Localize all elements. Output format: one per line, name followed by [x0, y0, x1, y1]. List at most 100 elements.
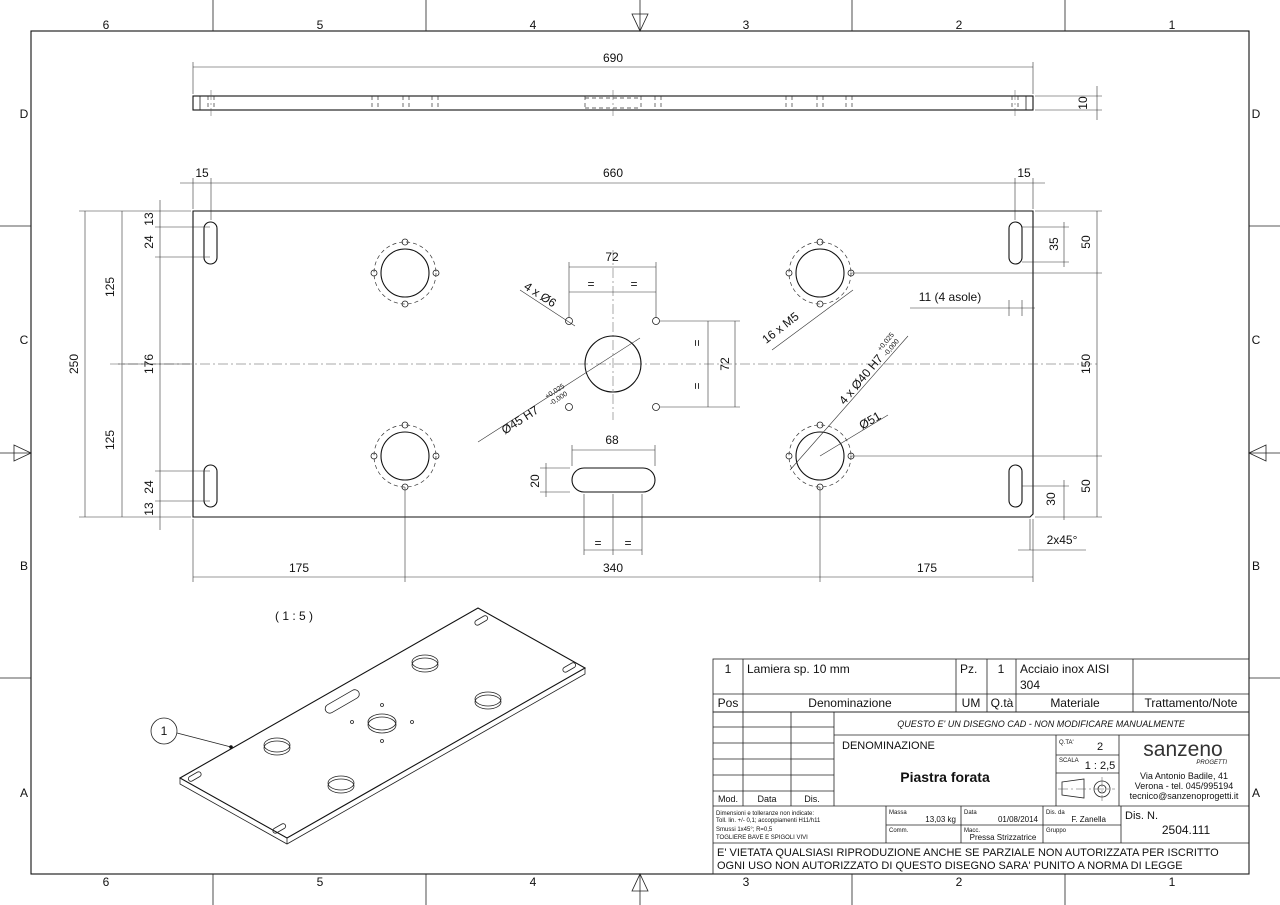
note-diam-51: Ø51 — [857, 409, 884, 433]
bill-of-materials: 1 Lamiera sp. 10 mm Pz. 1 Acciaio inox A… — [712, 658, 1250, 713]
eq-mark-s2: = — [624, 536, 631, 550]
bom-denominazione: Lamiera sp. 10 mm — [747, 662, 850, 676]
row-label-c: C — [20, 333, 29, 347]
massa-label: Massa — [889, 810, 907, 816]
part-balloon — [150, 717, 178, 745]
bom-header-denominazione: Denominazione — [808, 696, 892, 710]
tolerance-line-2: Toll. lin. +/- 0,1; accoppiamenti H11/h1… — [716, 818, 821, 824]
qta-label: Q.TA' — [1059, 740, 1074, 746]
disda-label: Dis. da — [1046, 810, 1065, 816]
disn-label: Dis. N. — [1125, 810, 1158, 822]
dim-overall-length: 690 — [603, 51, 623, 65]
legal-line-1: E' VIETATA QUALSIASI RIPRODUZIONE ANCHE … — [717, 847, 1219, 859]
dim-slot-30: 30 — [1044, 492, 1058, 506]
note-slot-width: 11 (4 asole) — [919, 290, 981, 304]
comm-label: Comm. — [889, 828, 909, 834]
legal-line-2: OGNI USO NON AUTORIZZATO DI QUESTO DISEG… — [717, 860, 1183, 872]
note-bore-45: Ø45 H7 — [499, 403, 542, 437]
eq-mark-v1: = — [690, 339, 704, 346]
plate-outline — [192, 210, 1034, 518]
col-label-3-bottom: 3 — [743, 875, 750, 889]
bom-materiale-2: 304 — [1020, 678, 1040, 692]
bom-pos: 1 — [725, 662, 732, 676]
dis-label: Dis. — [804, 794, 820, 804]
disda-value: F. Zanella — [1071, 815, 1106, 824]
eq-mark-v2: = — [690, 382, 704, 389]
front-view: 15 660 15 250 125 125 176 13 24 24 13 — [67, 166, 1102, 582]
balloon-number: 1 — [161, 724, 168, 738]
center-slot — [571, 467, 656, 493]
center-bore — [584, 335, 642, 393]
dim-bottom-175-left: 175 — [289, 561, 309, 575]
den-label: DENOMINAZIONE — [842, 740, 935, 752]
dim-height-total: 250 — [67, 354, 81, 374]
dim-width-150: 150 — [1079, 354, 1093, 374]
macc-label: Macc. — [964, 828, 980, 834]
row-label-d: D — [20, 107, 29, 121]
note-bore-40: 4 x Ø40 H7 — [836, 351, 886, 407]
dim-half-upper: 125 — [103, 277, 117, 297]
disn-value: 2504.111 — [1162, 823, 1211, 837]
gruppo-label: Gruppo — [1046, 828, 1067, 834]
col-label-5: 5 — [317, 18, 324, 32]
dim-slot-20: 20 — [528, 474, 542, 488]
col-label-5-bottom: 5 — [317, 875, 324, 889]
bom-header-trattamento: Trattamento/Note — [1145, 696, 1238, 710]
eq-mark-s1: = — [594, 536, 601, 550]
dim-slot-68: 68 — [605, 433, 619, 447]
company-address-2: Verona - tel. 045/995194 — [1135, 781, 1234, 791]
col-label-1: 1 — [1169, 18, 1176, 32]
title-block: QUESTO E' UN DISEGNO CAD - NON MODIFICAR… — [712, 711, 1250, 875]
bom-header-qta: Q.tà — [991, 696, 1014, 710]
col-label-1-bottom: 1 — [1169, 875, 1176, 889]
dim-inner-length: 660 — [603, 166, 623, 180]
col-label-3: 3 — [743, 18, 750, 32]
macc-value: Pressa Strizzatrice — [970, 833, 1037, 842]
dim-thickness: 10 — [1076, 96, 1090, 110]
massa-value: 13,03 kg — [925, 815, 956, 824]
col-label-6-bottom: 6 — [103, 875, 110, 889]
side-view: 690 10 — [192, 51, 1102, 120]
mod-label: Mod. — [718, 794, 738, 804]
bom-header-pos: Pos — [718, 696, 739, 710]
dim-bot-24: 24 — [142, 480, 156, 494]
dim-edge-right: 15 — [1017, 166, 1031, 180]
part-name: Piastra forata — [900, 769, 990, 785]
bom-header-um: UM — [962, 696, 981, 710]
date-value: 01/08/2014 — [998, 815, 1039, 824]
warning-cad: QUESTO E' UN DISEGNO CAD - NON MODIFICAR… — [897, 719, 1186, 729]
dim-bottom-175-right: 175 — [917, 561, 937, 575]
col-label-2: 2 — [956, 18, 963, 32]
tolerance-line-3: Smussi 1x45°; R=0,5 — [716, 827, 773, 833]
bore-top-left — [370, 238, 440, 308]
data-label: Data — [757, 794, 776, 804]
bom-qta: 1 — [998, 662, 1005, 676]
bom-materiale-1: Acciaio inox AISI — [1020, 662, 1109, 676]
company-address-1: Via Antonio Badile, 41 — [1140, 771, 1228, 781]
qta-value: 2 — [1097, 741, 1103, 753]
eq-mark-h2: = — [630, 277, 637, 291]
dim-slot-35: 35 — [1047, 237, 1061, 251]
row-label-a-right: A — [1252, 786, 1260, 800]
dim-pattern-72-v: 72 — [718, 357, 732, 371]
scala-value: 1 : 2,5 — [1085, 760, 1116, 772]
row-label-b-right: B — [1252, 559, 1260, 573]
row-label-c-right: C — [1252, 333, 1261, 347]
iso-scale-label: ( 1 : 5 ) — [275, 609, 313, 623]
dim-center-176: 176 — [142, 354, 156, 374]
bom-header-materiale: Materiale — [1050, 696, 1100, 710]
bore-bottom-left — [370, 421, 440, 491]
bom-um: Pz. — [960, 662, 977, 676]
projection-symbol-icon — [1058, 777, 1115, 801]
company-sub: PROGETTI — [1196, 760, 1227, 766]
dim-top-13: 13 — [142, 212, 156, 226]
date-label: Data — [964, 810, 977, 816]
dim-edge-left: 15 — [195, 166, 209, 180]
row-label-a: A — [20, 786, 28, 800]
note-threads-m5: 16 x M5 — [759, 309, 802, 347]
company-logo: sanzeno — [1143, 738, 1222, 761]
col-label-6: 6 — [103, 18, 110, 32]
dim-half-lower: 125 — [103, 430, 117, 450]
